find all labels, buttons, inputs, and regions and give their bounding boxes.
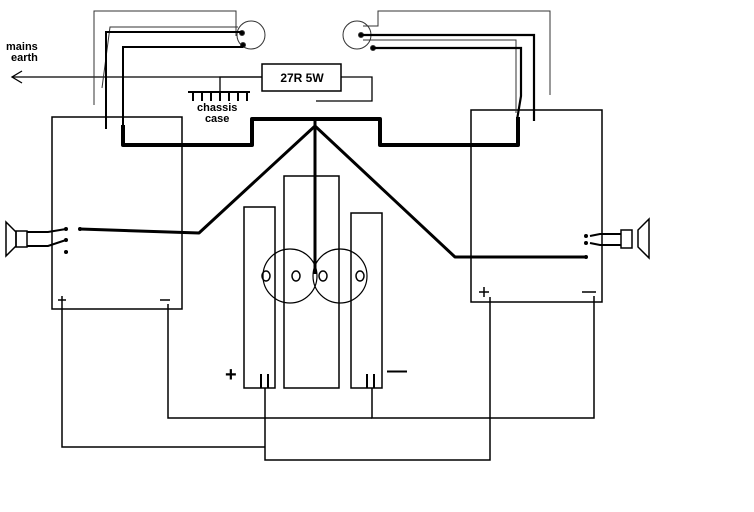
- mains-earth-label: mains earth: [6, 42, 38, 64]
- mains-earth-label-line2: earth: [11, 52, 38, 64]
- left-terminals: [64, 227, 82, 254]
- left-amp-module: [51, 116, 183, 310]
- left-switch-leads: [105, 31, 243, 129]
- resistor-label: 27R 5W: [280, 71, 324, 85]
- chassis-case-label: chassis case: [197, 103, 237, 125]
- center-terminal-right: [318, 270, 328, 282]
- right-terminals: [584, 234, 588, 259]
- right-amp-module: [470, 109, 603, 303]
- rail-terminal-marks: [260, 374, 375, 388]
- right-switch-leads: [361, 33, 536, 121]
- right-power-switch: [342, 10, 551, 113]
- right-module-supply-marks: [479, 287, 596, 297]
- ground-star: [79, 119, 585, 274]
- supply-wiring: [61, 296, 595, 461]
- resistor-leads: [219, 76, 373, 102]
- right-bolt-circle: [312, 248, 368, 304]
- mains-earth-label-line1: mains: [6, 41, 38, 53]
- positive-rail-label: +: [225, 364, 237, 386]
- ground-bus: [121, 117, 520, 147]
- left-module-supply-marks: [58, 296, 170, 304]
- right-speaker-leads: [589, 233, 621, 246]
- right-speaker: [620, 217, 650, 260]
- chassis-case-label-line2: case: [204, 113, 230, 125]
- left-bolt-circle: [262, 248, 318, 304]
- negative-terminal: [355, 270, 365, 282]
- negative-rail-label: —: [387, 360, 407, 382]
- positive-rail-capacitor: [243, 206, 276, 389]
- center-ground-capacitor: [283, 175, 340, 389]
- chassis-case-label-line1: chassis: [197, 102, 238, 114]
- left-speaker-leads: [27, 228, 68, 253]
- chassis-ground-symbol: [188, 91, 250, 101]
- left-speaker: [5, 220, 28, 258]
- negative-rail-capacitor: [350, 212, 383, 389]
- positive-terminal: [261, 270, 271, 282]
- center-terminal-left: [291, 270, 301, 282]
- left-power-switch: [93, 10, 266, 105]
